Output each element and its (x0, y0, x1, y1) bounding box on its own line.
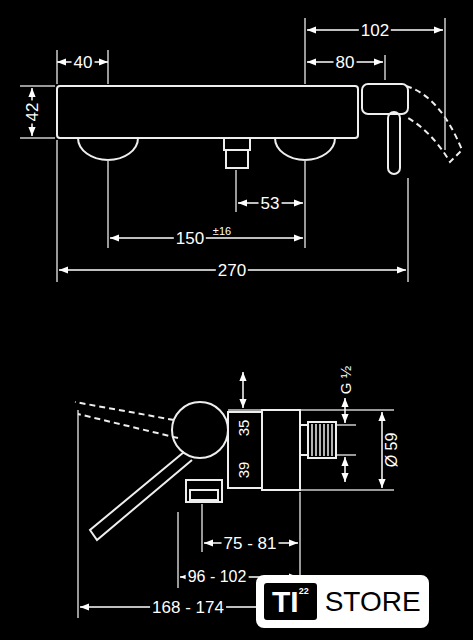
logo-word: STORE (325, 588, 421, 616)
nut-ribs (315, 424, 317, 456)
extension-lines (20, 85, 55, 87)
dimension-lines (32, 30, 443, 607)
side-view (228, 412, 262, 488)
dimension-label: 39 (236, 460, 251, 481)
extension-lines (77, 410, 79, 618)
extension-lines (201, 504, 203, 552)
top-view (275, 138, 335, 160)
store-logo: TI22 STORE (256, 575, 429, 628)
dimension-lines (344, 398, 346, 423)
extension-lines (304, 160, 306, 248)
top-view (406, 86, 462, 162)
side-view (186, 480, 222, 502)
extension-lines (228, 409, 262, 411)
extension-lines (444, 18, 446, 150)
top-view (57, 84, 462, 174)
side-view (190, 490, 218, 500)
extension-lines (107, 50, 109, 84)
nut-ribs (323, 424, 325, 456)
extension-lines (300, 409, 394, 411)
extension-lines (235, 170, 237, 212)
dimension-label: 102 (359, 22, 391, 39)
dimension-label: 40 (72, 54, 95, 71)
logo-letters: TI (272, 585, 299, 618)
top-view (78, 138, 138, 160)
dimension-lines (242, 372, 244, 408)
extension-lines (336, 454, 356, 456)
nut-ribs (327, 424, 329, 456)
dimension-label: 150 (174, 230, 206, 247)
dimension-lines (381, 412, 383, 488)
dimension-label: 75 - 81 (222, 535, 279, 552)
logo-badge: TI22 (264, 583, 317, 620)
extension-lines (20, 137, 55, 139)
extension-lines (384, 55, 386, 80)
dimension-label: 270 (216, 262, 248, 279)
extension-lines (107, 160, 109, 248)
dimension-label: 168 - 174 (150, 599, 226, 616)
top-view (224, 138, 250, 150)
top-view (388, 112, 400, 174)
side-view (172, 402, 228, 458)
extension-lines (56, 50, 58, 84)
nut-ribs (331, 424, 333, 456)
side-view (90, 452, 192, 540)
dimension-label: 42 (24, 101, 41, 124)
side-view (262, 410, 300, 490)
extension-lines (407, 178, 409, 282)
top-view (226, 150, 248, 168)
dimension-label: 96 - 102 (186, 569, 249, 585)
dimension-label: 35 (236, 418, 251, 439)
extension-lines (20, 18, 445, 622)
extension-lines (304, 18, 306, 84)
side-view (75, 402, 178, 438)
dimension-label: Ø 59 (384, 431, 400, 470)
side-view (75, 402, 336, 540)
extension-lines (336, 424, 356, 426)
side-view (308, 422, 336, 458)
top-view (362, 84, 408, 114)
side-view (300, 425, 308, 455)
logo-superscript: 22 (299, 586, 309, 596)
nut-ribs (312, 424, 332, 456)
nut-ribs (311, 424, 313, 456)
dimension-label: G ½ (338, 364, 353, 396)
dimension-lines (344, 457, 346, 482)
dimension-label: 53 (259, 195, 282, 212)
extension-lines (177, 512, 179, 588)
dimension-label: 80 (334, 54, 357, 71)
dimension-label: ±16 (211, 226, 233, 237)
dimension-lines (110, 237, 303, 239)
nut-ribs (319, 424, 321, 456)
extension-lines (300, 489, 394, 491)
top-view (57, 86, 358, 138)
extension-lines (56, 140, 58, 282)
